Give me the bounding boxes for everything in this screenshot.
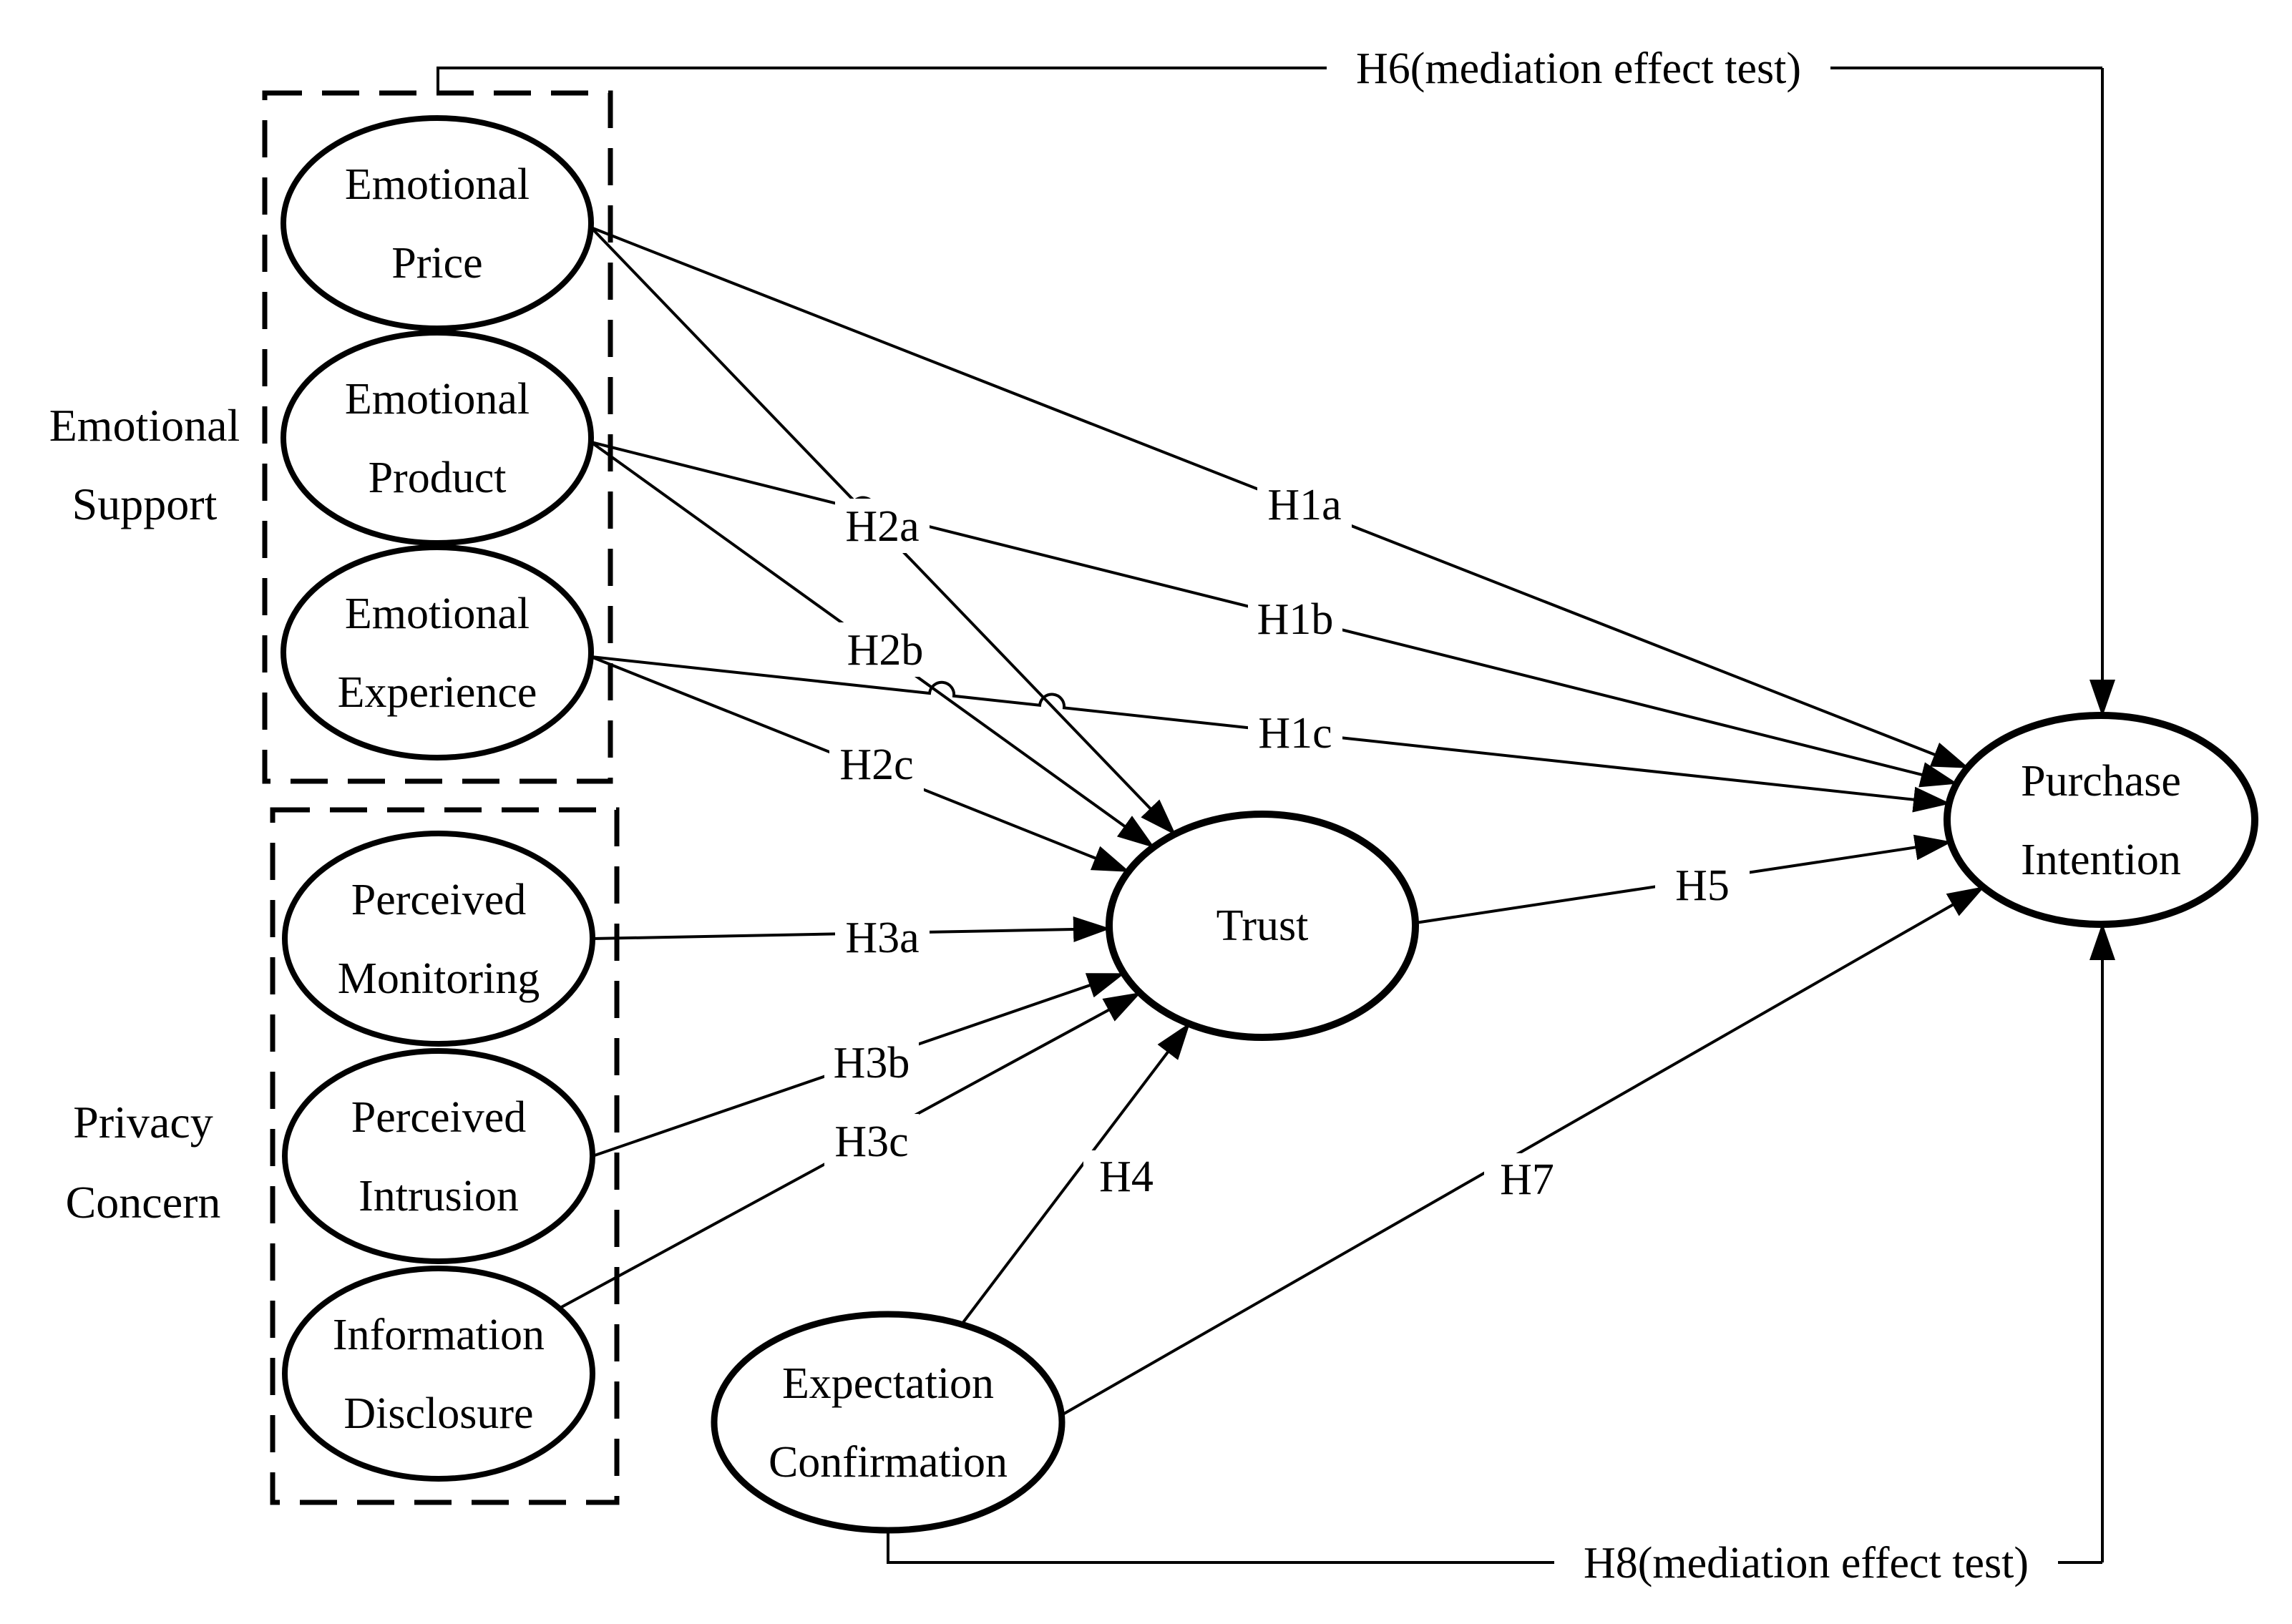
edge-h3b-label: H3b — [834, 1039, 910, 1087]
edge-h3b-label-bg — [824, 1035, 919, 1090]
edge-h5-label-bg — [1655, 858, 1750, 912]
node-expectation-confirmation — [711, 1311, 1065, 1534]
edge-h2a-label-bg — [835, 499, 930, 553]
node-label-emotional-product-line1: Emotional — [345, 375, 530, 424]
node-emotional-product — [281, 330, 594, 546]
node-emotional-experience — [281, 544, 594, 760]
node-label-expectation-confirmation-line1: Expectation — [782, 1359, 994, 1408]
edge-h4-line — [960, 1022, 1191, 1326]
node-label-information-disclosure-line2: Disclosure — [343, 1389, 533, 1438]
node-label-emotional-product-line2: Product — [369, 454, 507, 502]
node-label-perceived-intrusion-line1: Perceived — [351, 1093, 526, 1142]
edge-h3a-label-bg — [835, 910, 930, 964]
edge-h7-label: H7 — [1500, 1155, 1554, 1204]
edge-h6-label-bg — [1327, 39, 1830, 97]
edge-h6-line-top — [437, 67, 2102, 93]
edge-h5-label: H5 — [1675, 861, 1730, 910]
edge-h4-label-bg — [1083, 1150, 1169, 1202]
node-perceived-monitoring — [282, 831, 595, 1047]
node-purchase-intention — [1944, 712, 2258, 928]
edge-h7-label-bg — [1484, 1153, 1570, 1205]
group-label-privacy-concern-line2: Concern — [66, 1177, 221, 1228]
group-label-privacy-concern-line1: Privacy — [73, 1097, 213, 1148]
edge-h3a-label: H3a — [845, 914, 919, 962]
node-emotional-price — [281, 115, 594, 331]
group-box-privacy-concern — [270, 807, 620, 1505]
edge-h2c-label-bg — [829, 737, 924, 791]
edge-h8-label-bg — [1554, 1534, 2058, 1591]
edge-h2b-label: H2b — [847, 626, 924, 675]
edge-h1c-line — [590, 655, 1951, 813]
edge-h1c-label: H1c — [1258, 709, 1332, 758]
group-label-emotional-support-line2: Support — [72, 479, 218, 529]
node-label-emotional-price-line2: Price — [391, 239, 482, 288]
edge-h1a-label-bg — [1257, 477, 1352, 532]
edge-h3c-label-bg — [824, 1114, 919, 1168]
edge-h1b-label: H1b — [1257, 595, 1334, 644]
group-label-emotional-support-line1: Emotional — [49, 400, 240, 451]
edge-h1c-label-bg — [1248, 705, 1342, 760]
node-label-purchase-intention-line2: Intention — [2021, 836, 2181, 884]
node-perceived-intrusion — [282, 1048, 595, 1264]
edge-h1b-label-bg — [1248, 592, 1342, 646]
edge-h2b-label-bg — [838, 622, 932, 677]
edge-h3c-label: H3c — [834, 1117, 908, 1166]
node-label-information-disclosure-line1: Information — [333, 1311, 545, 1359]
edge-h8-label: H8(mediation effect test) — [1584, 1539, 2029, 1588]
edge-h6-label: H6(mediation effect test) — [1356, 44, 1801, 93]
edge-h2c-label: H2c — [839, 740, 913, 789]
node-label-trust: Trust — [1216, 901, 1309, 950]
edge-h7-line — [1058, 886, 1985, 1418]
node-label-emotional-experience-line1: Emotional — [345, 590, 530, 638]
node-label-purchase-intention-line1: Purchase — [2021, 757, 2181, 806]
edge-h2a-label: H2a — [845, 502, 919, 551]
node-label-perceived-monitoring-line2: Monitoring — [338, 954, 540, 1003]
edge-h1a-label: H1a — [1267, 481, 1341, 529]
node-label-emotional-price-line1: Emotional — [345, 160, 530, 209]
node-information-disclosure — [282, 1266, 595, 1482]
node-label-emotional-experience-line2: Experience — [338, 668, 537, 717]
node-label-expectation-confirmation-line2: Confirmation — [769, 1438, 1008, 1487]
node-label-perceived-monitoring-line1: Perceived — [351, 876, 526, 924]
node-label-perceived-intrusion-line2: Intrusion — [359, 1172, 519, 1221]
edge-h4-label: H4 — [1099, 1153, 1154, 1201]
